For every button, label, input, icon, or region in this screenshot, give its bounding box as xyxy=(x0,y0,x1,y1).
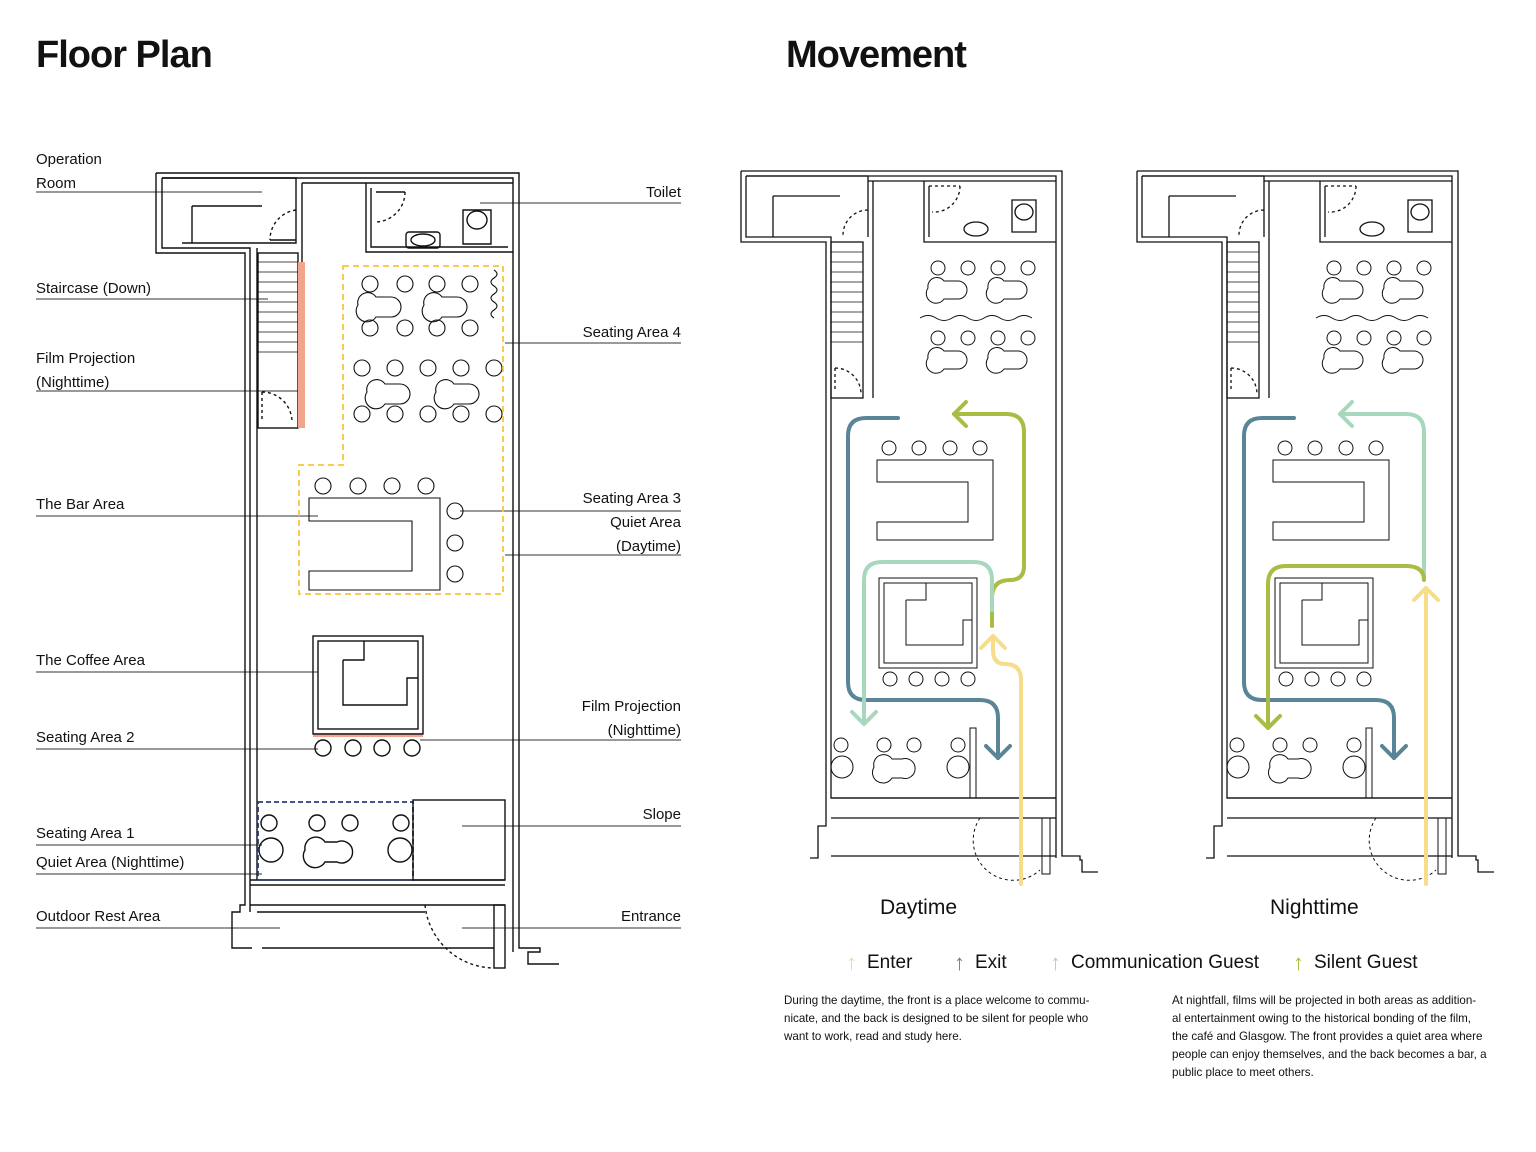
label-staircase: Staircase (Down) xyxy=(36,280,152,297)
nighttime-description: At nightfall, films will be projected in… xyxy=(1172,994,1487,1079)
daytime-description: During the daytime, the front is a place… xyxy=(784,994,1090,1043)
label-film-projection-right: Film Projection(Nighttime) xyxy=(581,698,681,739)
enter-arrow-icon: ↑ xyxy=(846,950,857,975)
label-seating-area-2: Seating Area 2 xyxy=(36,729,135,746)
exit-arrow-icon: ↑ xyxy=(954,950,965,975)
legend-communication-guest: ↑ Communication Guest xyxy=(1050,950,1259,975)
label-toilet: Toilet xyxy=(645,184,681,201)
daytime-arrows xyxy=(846,400,1026,886)
label-coffee-area: The Coffee Area xyxy=(36,652,145,669)
legend-exit: ↑ Exit xyxy=(954,950,1007,975)
label-seating-area-4: Seating Area 4 xyxy=(582,324,681,341)
legend-silent-guest: ↑ Silent Guest xyxy=(1293,950,1418,975)
communication-arrow-icon: ↑ xyxy=(1050,950,1061,975)
floor-plan-title: Floor Plan xyxy=(36,34,213,76)
floor-plan xyxy=(36,172,681,969)
label-slope: Slope xyxy=(642,806,681,823)
nighttime-plan-base xyxy=(1136,170,1495,881)
label-quiet-area-night: Quiet Area (Nighttime) xyxy=(36,854,185,871)
label-film-projection-left: Film Projection(Nighttime) xyxy=(36,350,136,391)
silent-arrow-icon: ↑ xyxy=(1293,950,1304,975)
caption-daytime: Daytime xyxy=(880,896,958,919)
legend-enter: ↑ Enter xyxy=(846,950,913,975)
label-entrance: Entrance xyxy=(620,908,681,925)
caption-nighttime: Nighttime xyxy=(1270,896,1359,919)
label-bar-area: The Bar Area xyxy=(36,496,125,513)
nighttime-arrows xyxy=(1242,400,1440,886)
movement-title: Movement xyxy=(786,34,967,76)
label-outdoor-rest: Outdoor Rest Area xyxy=(36,908,161,925)
label-seating-area-1: Seating Area 1 xyxy=(36,825,135,842)
